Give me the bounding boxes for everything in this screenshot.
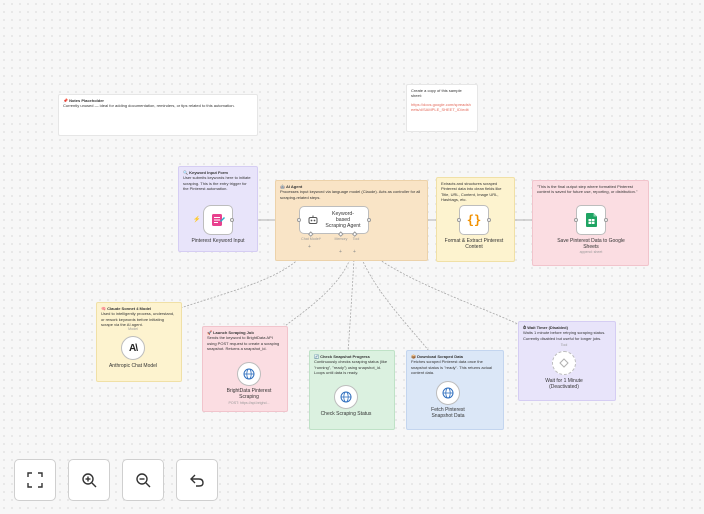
- node-fetch-snapshot[interactable]: [436, 381, 460, 405]
- node-subtitle: append: sheet: [579, 250, 603, 254]
- globe-icon: [243, 368, 255, 380]
- node-anthropic-model[interactable]: A\: [121, 336, 145, 360]
- add-tool-button[interactable]: +: [353, 249, 356, 255]
- note-body: Continuously checks scraping status (lik…: [314, 359, 388, 376]
- node-label: Fetch Pinterest Snapshot Data: [431, 407, 465, 419]
- note-placeholder[interactable]: 📌 Notes Placeholder Currently unused — i…: [58, 94, 258, 136]
- note-title: 📦 Download Scraped Data: [411, 354, 463, 359]
- input-port[interactable]: [574, 218, 578, 222]
- globe-icon: [442, 387, 454, 399]
- note-body: Extracts and structures scraped Pinteres…: [441, 181, 502, 203]
- trigger-bolt-icon: ⚡: [193, 217, 201, 223]
- input-port[interactable]: [297, 218, 301, 222]
- note-title: 🔄 Check Snapshot Progress: [314, 354, 370, 359]
- node-form-trigger[interactable]: [203, 205, 233, 235]
- note-body: Sends the keyword to BrightData API usin…: [207, 335, 280, 352]
- robot-icon: [308, 215, 318, 224]
- note-title: ⏱ Wait Timer (Disabled): [523, 325, 568, 330]
- node-google-sheets[interactable]: [576, 205, 606, 235]
- note-body: User submits keywords here to initiate s…: [183, 175, 251, 192]
- node-label: Pinterest Keyword Input: [191, 238, 245, 244]
- globe-icon: [340, 391, 352, 403]
- google-sheets-icon: [585, 213, 597, 227]
- pause-hourglass-icon: [559, 358, 569, 368]
- node-subtitle: POST: https://api.brighd...: [228, 401, 270, 405]
- note-title: 📌 Notes Placeholder: [63, 98, 104, 103]
- node-wait[interactable]: [552, 351, 576, 375]
- chat-model-port-label: Chat Model*: [301, 237, 321, 241]
- model-badge: Model: [128, 327, 138, 331]
- note-body: Waits 1 minute before retrying scraping …: [523, 330, 606, 341]
- note-title: 🔍 Keyword Input Form: [183, 170, 228, 175]
- fit-view-icon: [27, 472, 43, 488]
- note-body: Currently unused — ideal for adding docu…: [63, 103, 235, 109]
- note-body: Processes input keyword via language mod…: [280, 189, 421, 200]
- zoom-in-button[interactable]: [68, 459, 110, 501]
- node-ai-agent[interactable]: Keyword-based Scraping Agent: [299, 206, 369, 234]
- note-title: 🚀 Launch Scraping Job: [207, 330, 254, 335]
- zoom-out-button[interactable]: [122, 459, 164, 501]
- note-body: Used to intelligently process, understan…: [101, 311, 175, 328]
- output-port[interactable]: [367, 218, 371, 222]
- node-label: Wait for 1 Minute (Deactivated): [545, 378, 583, 390]
- node-label: BrightData Pinterest Scraping: [226, 388, 272, 400]
- node-label: Anthropic Chat Model: [108, 363, 158, 369]
- add-tool-button[interactable]: +: [339, 249, 342, 255]
- node-format-extract[interactable]: {}: [459, 205, 489, 235]
- undo-button[interactable]: [176, 459, 218, 501]
- sheet-link[interactable]: https://docs.google.com/spreadsheets/d/S…: [411, 101, 471, 113]
- note-title: 🧠 Claude Sonnet 4 Model: [101, 306, 152, 311]
- undo-icon: [190, 474, 204, 487]
- code-braces-icon: {}: [466, 213, 482, 227]
- node-label: Format & Extract Pinterest Content: [444, 238, 504, 250]
- zoom-out-icon: [136, 473, 151, 488]
- node-label: Keyword-based Scraping Agent: [325, 211, 361, 229]
- tool-badge: Tool: [560, 343, 568, 347]
- node-label: Check Scraping Status: [320, 411, 372, 417]
- node-check-status[interactable]: [334, 385, 358, 409]
- input-port[interactable]: [457, 218, 461, 222]
- output-port[interactable]: [487, 218, 491, 222]
- note-body: Fetches scraped Pinterest data once the …: [411, 359, 493, 376]
- node-label: Save Pinterest Data to Google Sheets: [557, 238, 625, 250]
- output-port[interactable]: [604, 218, 608, 222]
- anthropic-icon: A\: [129, 342, 138, 354]
- form-icon: [212, 214, 225, 226]
- node-brightdata-request[interactable]: [237, 362, 261, 386]
- add-model-button[interactable]: +: [308, 244, 311, 250]
- zoom-in-icon: [82, 473, 97, 488]
- note-keyword-form[interactable]: 🔍 Keyword Input Form User submits keywor…: [178, 166, 258, 252]
- output-port[interactable]: [230, 218, 234, 222]
- note-body: "This is the final output step where for…: [537, 184, 638, 195]
- note-title: Create a copy of this sample sheet:: [411, 88, 462, 99]
- note-title: 🤖 AI Agent: [280, 184, 303, 189]
- fit-view-button[interactable]: [14, 459, 56, 501]
- note-sheet-copy[interactable]: Create a copy of this sample sheet: http…: [406, 84, 478, 132]
- memory-port-label: Memory: [334, 237, 348, 241]
- tool-port-label: Tool: [352, 237, 360, 241]
